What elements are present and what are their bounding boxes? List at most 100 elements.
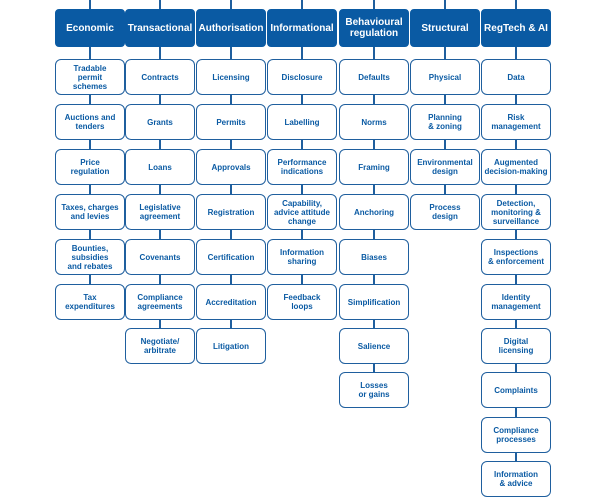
tool-box: Legislative agreement bbox=[125, 194, 195, 230]
tool-label: Taxes, charges and levies bbox=[61, 203, 119, 221]
tool-label: Bounties, subsidies and rebates bbox=[67, 243, 113, 271]
tool-label: Contracts bbox=[141, 72, 179, 82]
tool-box: Bounties, subsidies and rebates bbox=[55, 239, 125, 275]
tool-label: Identity management bbox=[491, 293, 541, 311]
category-header-label: Informational bbox=[270, 22, 334, 34]
tool-label: Environmental design bbox=[417, 158, 473, 176]
tool-label: Information & advice bbox=[494, 470, 538, 488]
category-header: Economic bbox=[55, 9, 125, 47]
tool-box: Tax expenditures bbox=[55, 284, 125, 320]
tool-box: Framing bbox=[339, 149, 409, 185]
tool-label: Compliance processes bbox=[493, 426, 539, 444]
tool-box: Norms bbox=[339, 104, 409, 140]
category-header-label: Transactional bbox=[127, 22, 193, 34]
tool-label: Losses or gains bbox=[358, 381, 390, 399]
tool-label: Planning & zoning bbox=[428, 113, 462, 131]
tool-box: Negotiate/ arbitrate bbox=[125, 328, 195, 364]
tool-box: Permits bbox=[196, 104, 266, 140]
tool-box: Planning & zoning bbox=[410, 104, 480, 140]
tool-label: Augmented decision-making bbox=[484, 158, 548, 176]
tool-box: Risk management bbox=[481, 104, 551, 140]
tool-label: Performance indications bbox=[277, 158, 327, 176]
tool-label: Licensing bbox=[212, 72, 250, 82]
tool-box: Information & advice bbox=[481, 461, 551, 497]
tool-box: Data bbox=[481, 59, 551, 95]
tool-box: Identity management bbox=[481, 284, 551, 320]
tool-box: Process design bbox=[410, 194, 480, 230]
tool-label: Simplification bbox=[347, 297, 401, 307]
tool-label: Information sharing bbox=[280, 248, 324, 266]
tool-label: Tax expenditures bbox=[65, 293, 115, 311]
tool-box: Detection, monitoring & surveillance bbox=[481, 194, 551, 230]
tool-box: Performance indications bbox=[267, 149, 337, 185]
category-header-label: Behavioural regulation bbox=[345, 17, 403, 39]
tool-label: Compliance agreements bbox=[137, 293, 183, 311]
tool-label: Feedback loops bbox=[283, 293, 321, 311]
tool-box: Complaints bbox=[481, 372, 551, 408]
category-header: Structural bbox=[410, 9, 480, 47]
tool-box: Salience bbox=[339, 328, 409, 364]
tool-box: Anchoring bbox=[339, 194, 409, 230]
tool-label: Tradable permit schemes bbox=[72, 63, 108, 91]
category-header-label: Authorisation bbox=[198, 22, 264, 34]
category-header-label: Economic bbox=[66, 22, 114, 34]
tool-label: Digital licensing bbox=[498, 337, 534, 355]
tool-box: Labelling bbox=[267, 104, 337, 140]
tool-box: Contracts bbox=[125, 59, 195, 95]
tool-label: Defaults bbox=[358, 72, 390, 82]
category-header: Informational bbox=[267, 9, 337, 47]
category-header-label: RegTech & AI bbox=[484, 22, 548, 34]
tool-label: Anchoring bbox=[354, 207, 394, 217]
tool-label: Process design bbox=[429, 203, 461, 221]
tool-label: Salience bbox=[357, 341, 391, 351]
tool-label: Legislative agreement bbox=[139, 203, 181, 221]
tool-box: Defaults bbox=[339, 59, 409, 95]
tool-label: Risk management bbox=[491, 113, 541, 131]
tool-box: Information sharing bbox=[267, 239, 337, 275]
tool-label: Loans bbox=[148, 162, 172, 172]
tool-box: Grants bbox=[125, 104, 195, 140]
tool-box: Compliance processes bbox=[481, 417, 551, 453]
tool-box: Approvals bbox=[196, 149, 266, 185]
tool-box: Inspections & enforcement bbox=[481, 239, 551, 275]
tool-label: Physical bbox=[428, 72, 462, 82]
tool-box: Capability, advice attitude change bbox=[267, 194, 337, 230]
tool-label: Covenants bbox=[139, 252, 181, 262]
tool-label: Disclosure bbox=[281, 72, 323, 82]
tool-label: Capability, advice attitude change bbox=[273, 198, 330, 226]
category-header: Authorisation bbox=[196, 9, 266, 47]
tool-box: Registration bbox=[196, 194, 266, 230]
tool-label: Permits bbox=[216, 117, 246, 127]
tool-box: Disclosure bbox=[267, 59, 337, 95]
tool-box: Losses or gains bbox=[339, 372, 409, 408]
tool-label: Detection, monitoring & surveillance bbox=[491, 198, 541, 226]
tool-box: Taxes, charges and levies bbox=[55, 194, 125, 230]
tool-box: Digital licensing bbox=[481, 328, 551, 364]
tool-label: Framing bbox=[358, 162, 390, 172]
tool-label: Data bbox=[507, 72, 525, 82]
tool-label: Negotiate/ arbitrate bbox=[140, 337, 180, 355]
tool-box: Feedback loops bbox=[267, 284, 337, 320]
tool-label: Approvals bbox=[211, 162, 251, 172]
tool-box: Litigation bbox=[196, 328, 266, 364]
tool-box: Simplification bbox=[339, 284, 409, 320]
tool-box: Accreditation bbox=[196, 284, 266, 320]
tool-label: Biases bbox=[361, 252, 387, 262]
tool-box: Covenants bbox=[125, 239, 195, 275]
tool-box: Auctions and tenders bbox=[55, 104, 125, 140]
tool-box: Augmented decision-making bbox=[481, 149, 551, 185]
tool-box: Licensing bbox=[196, 59, 266, 95]
tool-box: Tradable permit schemes bbox=[55, 59, 125, 95]
tool-label: Norms bbox=[361, 117, 387, 127]
tool-box: Compliance agreements bbox=[125, 284, 195, 320]
tool-box: Loans bbox=[125, 149, 195, 185]
category-header-label: Structural bbox=[421, 22, 469, 34]
tool-label: Registration bbox=[207, 207, 255, 217]
tool-box: Environmental design bbox=[410, 149, 480, 185]
tool-label: Litigation bbox=[213, 341, 249, 351]
